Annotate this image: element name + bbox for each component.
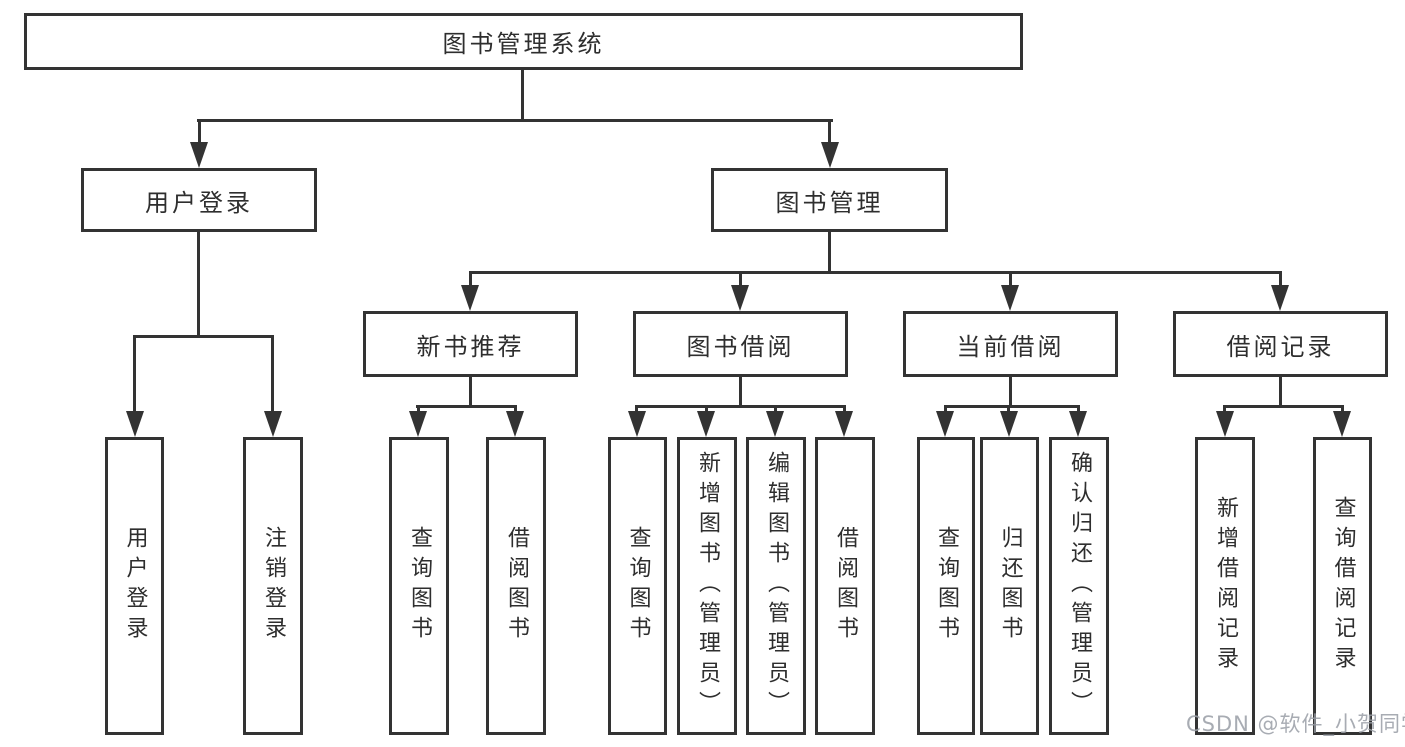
leaf-user-login: 用户登录 <box>105 437 164 735</box>
node-book-borrow: 图书借阅 <box>633 311 848 377</box>
connector-line <box>469 271 472 293</box>
leaf-query-books-borrow: 查询图书 <box>608 437 667 735</box>
node-borrow-records: 借阅记录 <box>1173 311 1388 377</box>
connector-line <box>739 377 742 407</box>
node-book-management: 图书管理 <box>711 168 948 232</box>
arrow-down-icon <box>821 142 839 168</box>
arrow-down-icon <box>506 411 524 437</box>
arrow-down-icon <box>409 411 427 437</box>
leaf-edit-books-admin: 编辑图书（管理员） <box>746 437 806 735</box>
arrow-down-icon <box>1216 411 1234 437</box>
connector-line <box>828 231 831 273</box>
connector-line <box>197 119 833 122</box>
arrow-down-icon <box>1001 285 1019 311</box>
connector-line <box>469 271 1282 274</box>
connector-line <box>469 377 472 407</box>
arrow-down-icon <box>126 411 144 437</box>
arrow-down-icon <box>766 411 784 437</box>
leaf-query-books-current: 查询图书 <box>917 437 975 735</box>
connector-line <box>521 70 524 122</box>
connector-line <box>1223 405 1344 408</box>
arrow-down-icon <box>461 285 479 311</box>
connector-line <box>1009 377 1012 407</box>
arrow-down-icon <box>190 142 208 168</box>
leaf-return-books: 归还图书 <box>980 437 1039 735</box>
arrow-down-icon <box>835 411 853 437</box>
connector-line <box>416 405 517 408</box>
leaf-query-borrow-record: 查询借阅记录 <box>1313 437 1372 735</box>
leaf-query-books-recommend: 查询图书 <box>389 437 449 735</box>
arrow-down-icon <box>628 411 646 437</box>
leaf-confirm-return-admin: 确认归还（管理员） <box>1049 437 1109 735</box>
connector-line <box>828 119 831 155</box>
leaf-logout: 注销登录 <box>243 437 303 735</box>
connector-line <box>1279 271 1282 293</box>
arrow-down-icon <box>1333 411 1351 437</box>
csdn-watermark: CSDN @软件_小贺同学 <box>1186 712 1405 736</box>
connector-line <box>271 335 274 415</box>
arrow-down-icon <box>1271 285 1289 311</box>
leaf-borrow-books-recommend: 借阅图书 <box>486 437 546 735</box>
arrow-down-icon <box>1069 411 1087 437</box>
connector-line <box>1009 271 1012 293</box>
connector-line <box>133 335 274 338</box>
leaf-add-books-admin: 新增图书（管理员） <box>677 437 737 735</box>
node-library-management-system: 图书管理系统 <box>24 13 1023 70</box>
arrow-down-icon <box>936 411 954 437</box>
node-user-login: 用户登录 <box>81 168 317 232</box>
connector-line <box>198 119 201 155</box>
connector-line <box>739 271 742 293</box>
leaf-add-borrow-record: 新增借阅记录 <box>1195 437 1255 735</box>
connector-line <box>635 405 846 408</box>
connector-line <box>944 405 1080 408</box>
arrow-down-icon <box>697 411 715 437</box>
arrow-down-icon <box>731 285 749 311</box>
connector-line <box>1279 377 1282 407</box>
arrow-down-icon <box>264 411 282 437</box>
node-new-book-recommend: 新书推荐 <box>363 311 578 377</box>
arrow-down-icon <box>1000 411 1018 437</box>
leaf-borrow-books: 借阅图书 <box>815 437 875 735</box>
connector-line <box>197 231 200 337</box>
node-current-borrow: 当前借阅 <box>903 311 1118 377</box>
connector-line <box>133 335 136 415</box>
